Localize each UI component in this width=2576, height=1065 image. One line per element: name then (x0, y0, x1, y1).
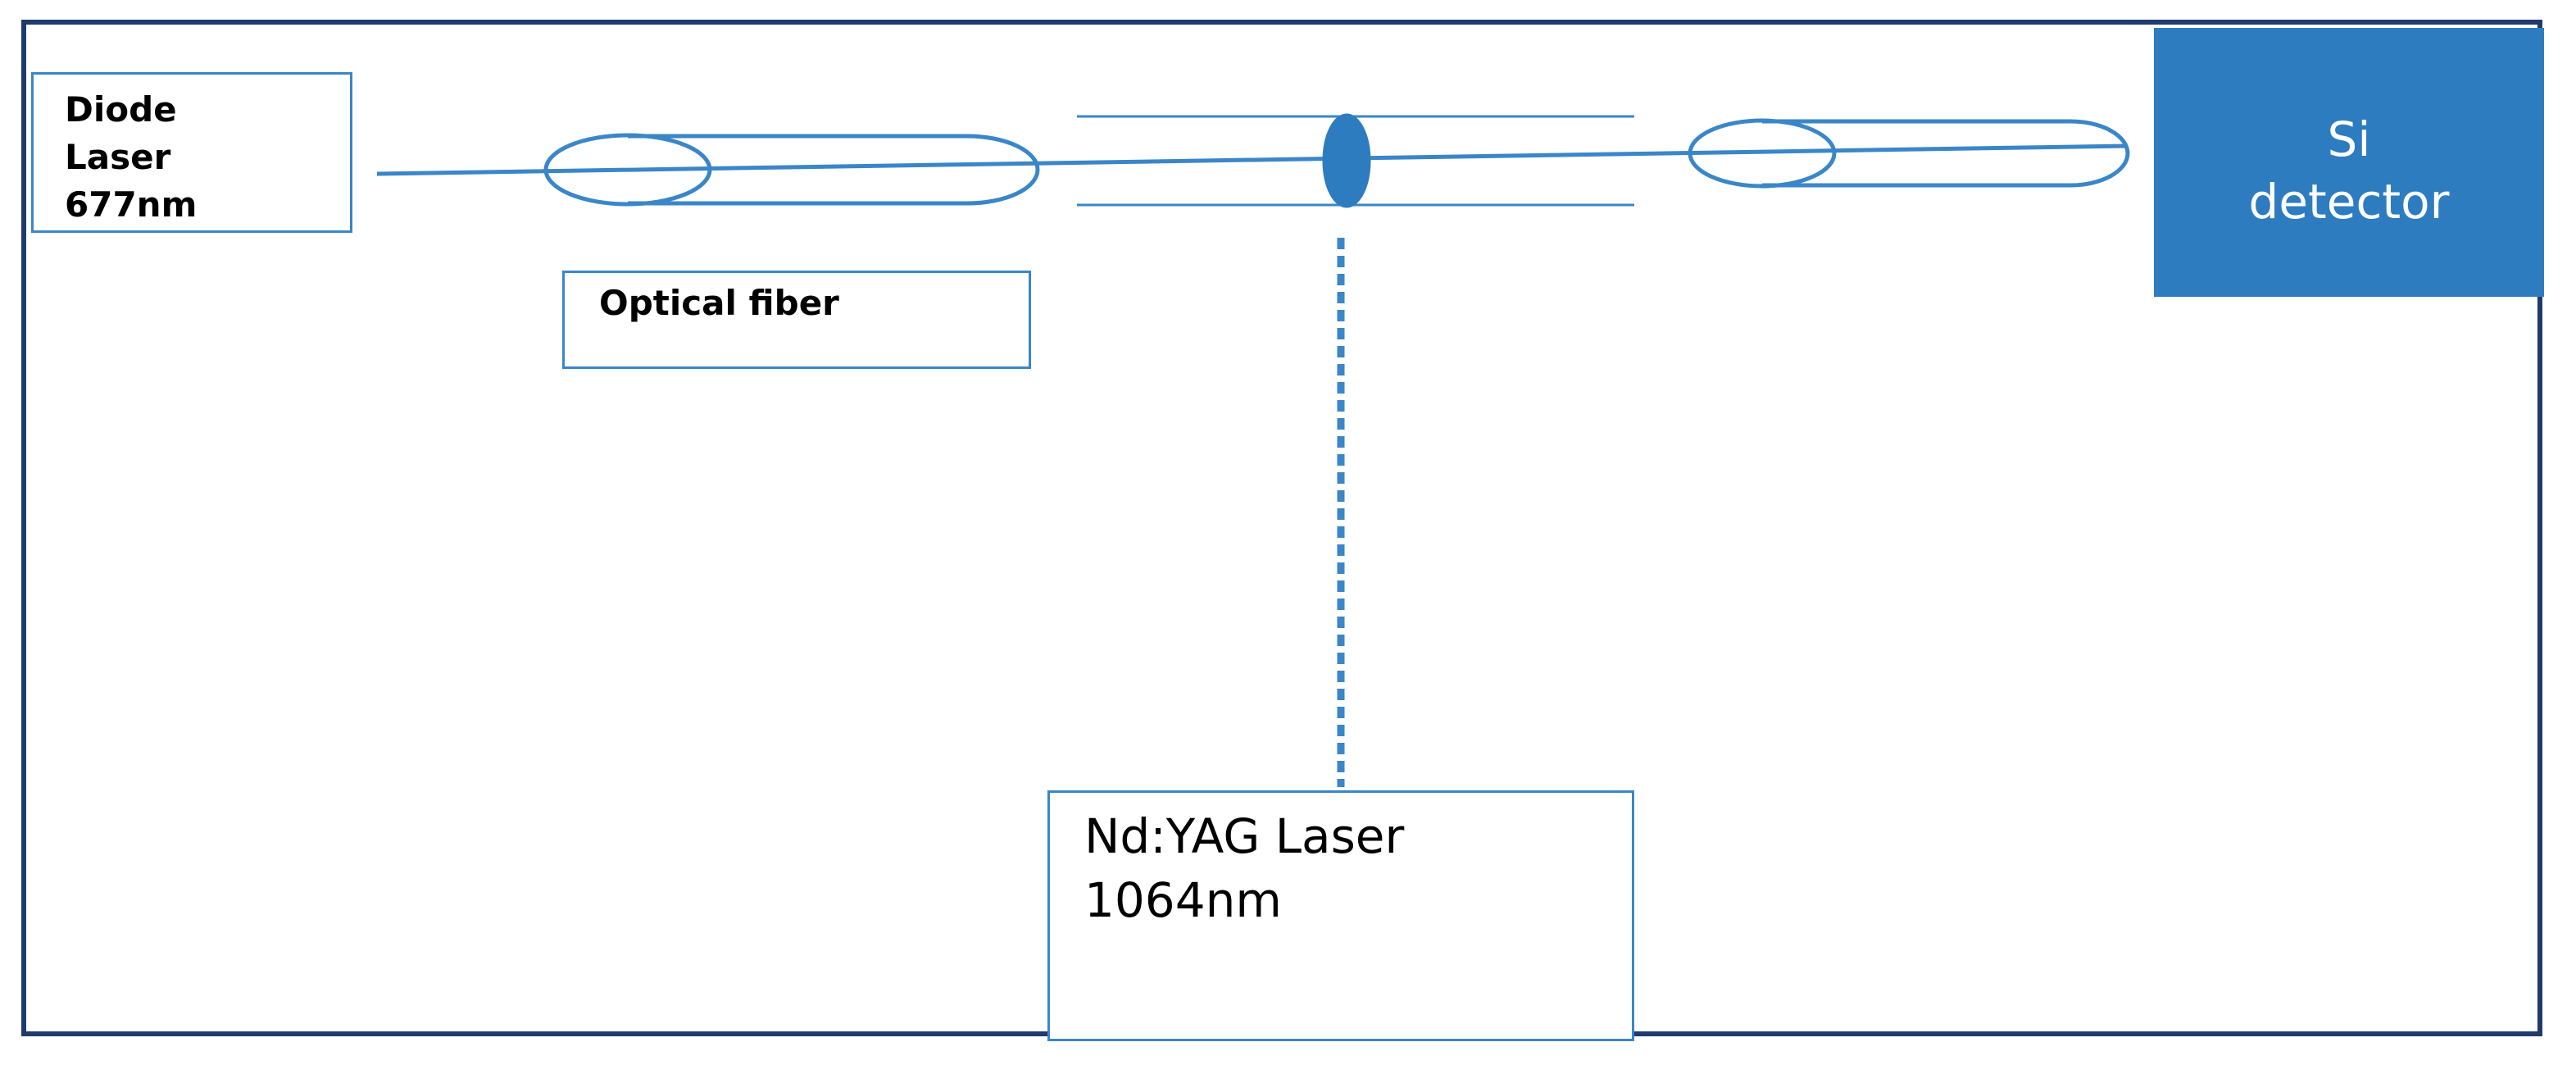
diode-laser-line1: Diode (65, 89, 177, 130)
diode-laser-box: Diode Laser 677nm (31, 72, 352, 233)
nd-yag-laser-box: Nd:YAG Laser 1064nm (1047, 790, 1634, 1041)
nd-yag-laser-line1: Nd:YAG Laser (1084, 808, 1405, 864)
optical-fiber-label-box: Optical fiber (562, 271, 1031, 369)
diode-laser-line3: 677nm (65, 184, 198, 225)
si-detector-line2: detector (2248, 174, 2450, 230)
nd-yag-laser-line2: 1064nm (1084, 872, 1282, 928)
diode-laser-line2: Laser (65, 137, 171, 177)
si-detector-box: Si detector (2154, 28, 2544, 297)
si-detector-line1: Si (2327, 112, 2371, 167)
optical-fiber-label: Optical fiber (599, 283, 839, 323)
